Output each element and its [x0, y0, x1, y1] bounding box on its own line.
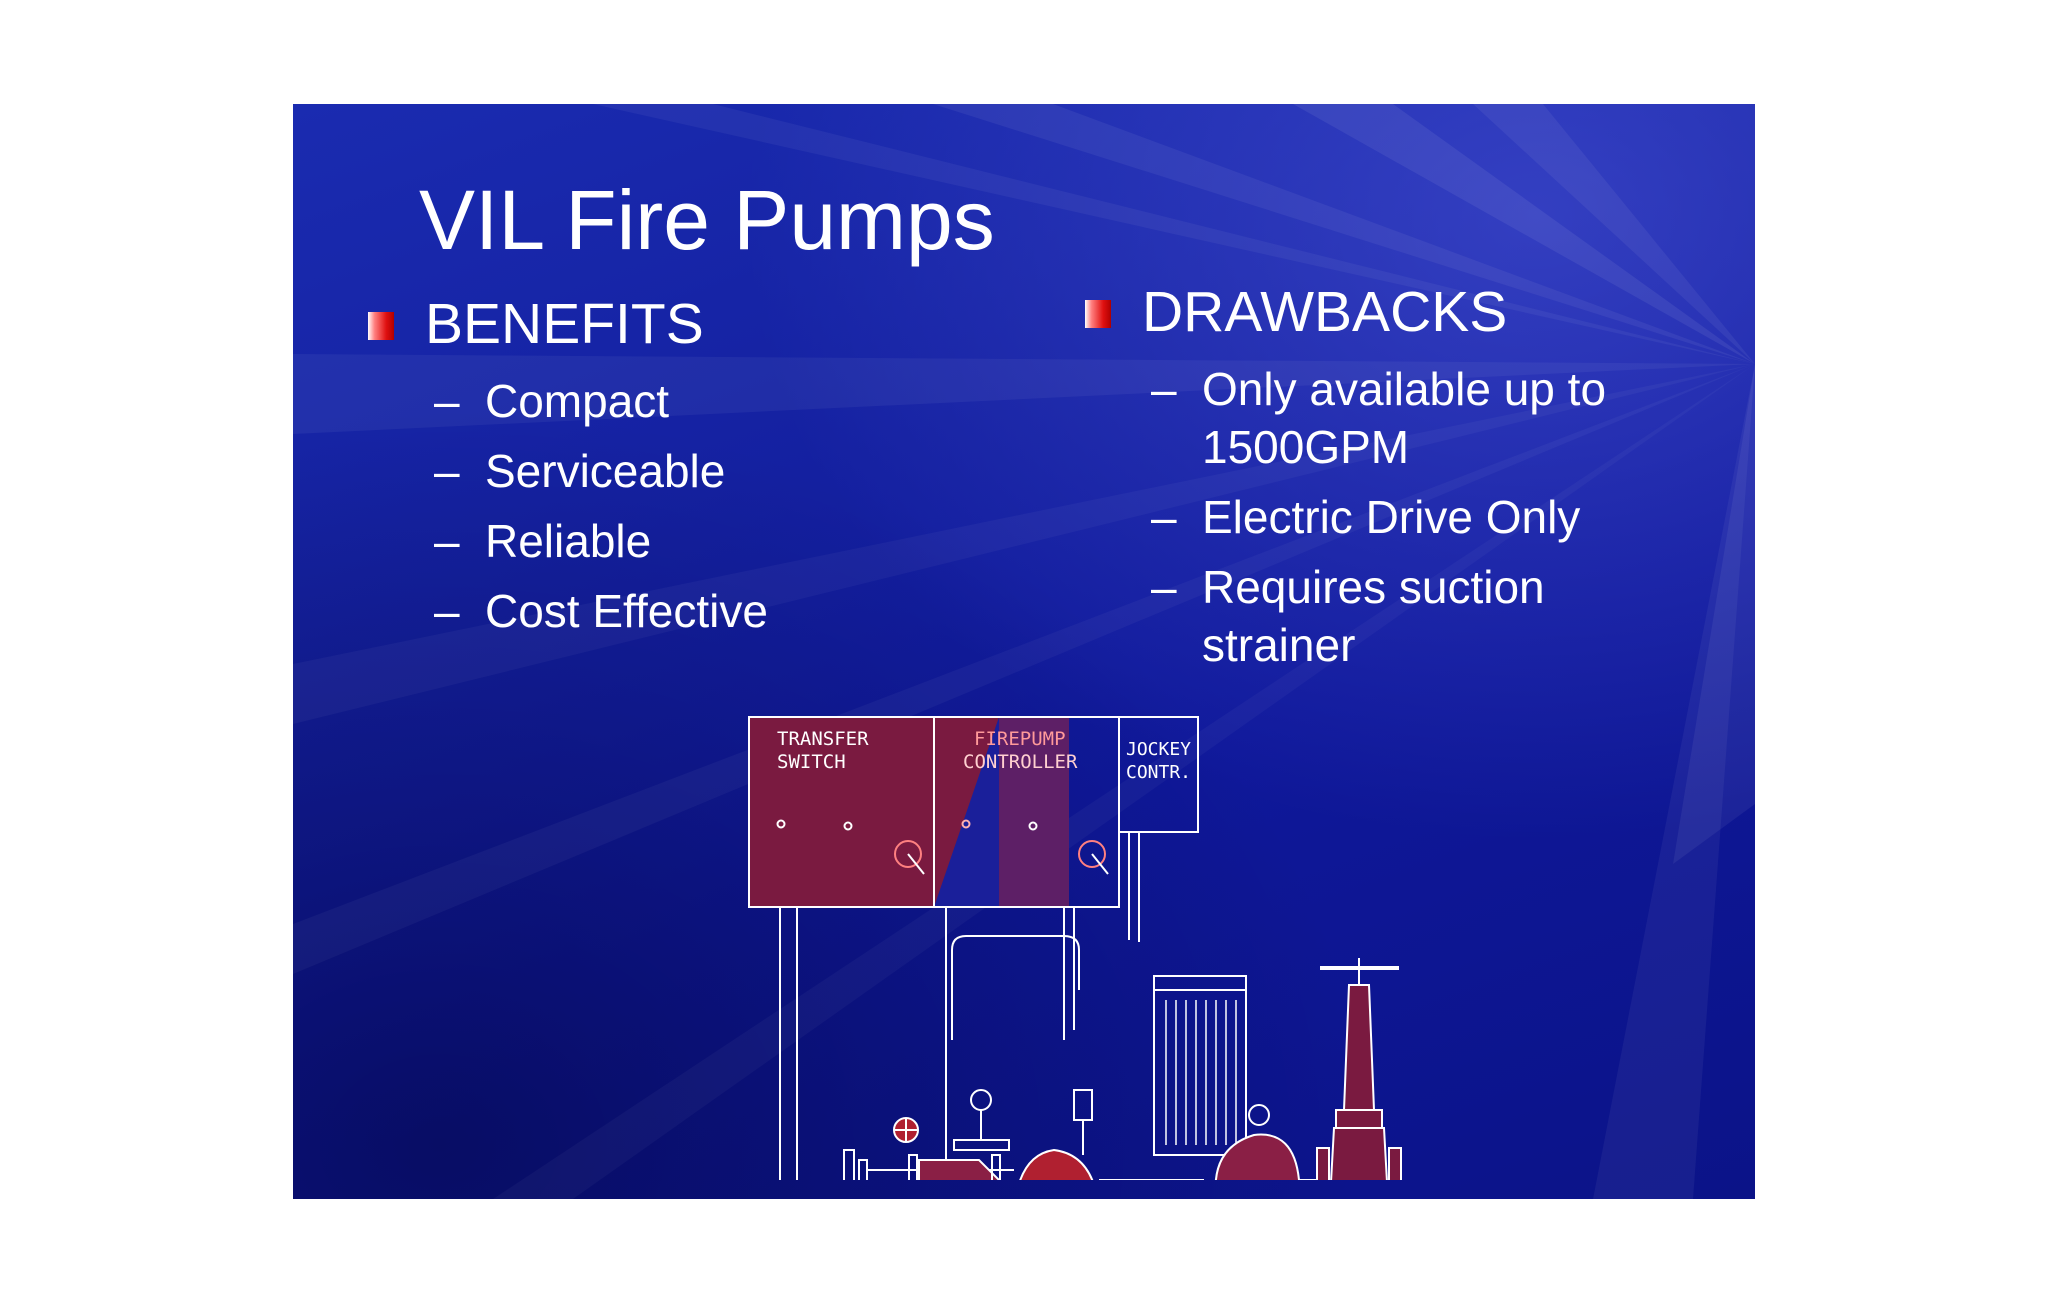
- square-bullet-icon: [368, 312, 394, 340]
- transfer-switch-label-2: SWITCH: [777, 751, 846, 773]
- slide-title: VIL Fire Pumps: [419, 173, 995, 267]
- list-item: –Reliable: [368, 512, 1008, 570]
- drawbacks-heading-text: DRAWBACKS: [1142, 280, 1508, 344]
- list-item-text: Serviceable: [485, 444, 726, 497]
- drawbacks-section: DRAWBACKS –Only available up to 1500GPM …: [1085, 280, 1705, 686]
- list-item: –Only available up to 1500GPM: [1085, 360, 1705, 476]
- fire-pump-diagram: TRANSFER SWITCH FIREPUMP CONTROLLER JOCK…: [748, 716, 1402, 1180]
- list-item: –Serviceable: [368, 442, 1008, 500]
- jockey-label-2: CONTR.: [1126, 762, 1191, 783]
- drawbacks-heading: DRAWBACKS: [1085, 280, 1705, 346]
- motor: [1153, 989, 1247, 1156]
- transfer-switch-label-1: TRANSFER: [777, 728, 869, 750]
- benefits-heading-text: BENEFITS: [425, 292, 704, 356]
- benefits-heading: BENEFITS: [368, 292, 1008, 358]
- list-item-text: Only available up to 1500GPM: [1202, 362, 1607, 473]
- list-item: –Compact: [368, 372, 1008, 430]
- list-item: –Requires suction strainer: [1085, 558, 1705, 674]
- list-item: –Cost Effective: [368, 582, 1008, 640]
- dash-marker: –: [1151, 490, 1177, 543]
- benefits-list: –Compact –Serviceable –Reliable –Cost Ef…: [368, 372, 1008, 640]
- jockey-controller-panel: [1118, 716, 1199, 833]
- list-item-text: Electric Drive Only: [1202, 490, 1581, 543]
- disconnect-handle-icon: [894, 840, 922, 868]
- dash-marker: –: [1151, 560, 1177, 613]
- list-item-text: Cost Effective: [485, 584, 768, 637]
- dash-marker: –: [434, 444, 460, 497]
- list-item-text: Requires suction strainer: [1202, 560, 1545, 671]
- gauge-icon: [970, 1089, 992, 1111]
- disconnect-handle-icon: [1078, 840, 1106, 868]
- slide: VIL Fire Pumps BENEFITS –Compact –Servic…: [293, 104, 1755, 1199]
- drawbacks-list: –Only available up to 1500GPM –Electric …: [1085, 360, 1705, 674]
- controller-label-2: CONTROLLER: [963, 751, 1078, 773]
- controller-label-1: FIREPUMP: [974, 728, 1066, 750]
- list-item: –Electric Drive Only: [1085, 488, 1705, 546]
- list-item-text: Reliable: [485, 514, 652, 567]
- dash-marker: –: [1151, 362, 1177, 415]
- dash-marker: –: [434, 584, 460, 637]
- square-bullet-icon: [1085, 300, 1111, 328]
- dash-marker: –: [434, 374, 460, 427]
- list-item-text: Compact: [485, 374, 670, 427]
- background-rays: [293, 104, 1755, 1199]
- jockey-label-1: JOCKEY: [1126, 739, 1191, 760]
- benefits-section: BENEFITS –Compact –Serviceable –Reliable…: [368, 292, 1008, 652]
- dash-marker: –: [434, 514, 460, 567]
- transfer-switch-panel: [748, 716, 935, 908]
